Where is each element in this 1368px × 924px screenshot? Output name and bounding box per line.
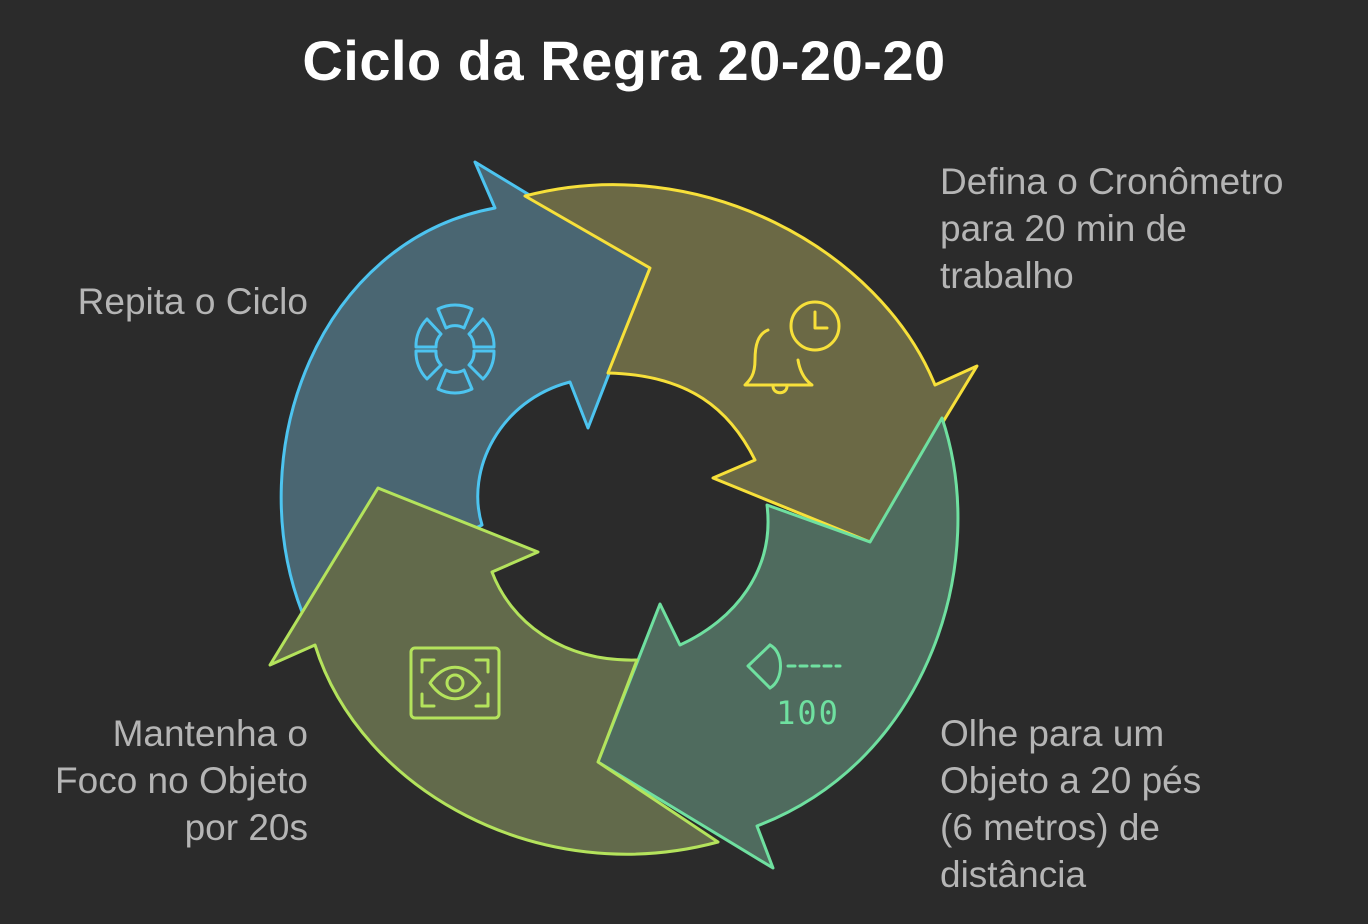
cycle-segments-icon (414, 303, 496, 395)
timer-arrow (523, 183, 979, 544)
look-arrow (596, 416, 960, 870)
step-label-focus: Mantenha o Foco no Objeto por 20s (0, 710, 308, 851)
step-label-timer: Defina o Cronômetro para 20 min de traba… (940, 158, 1340, 299)
step-label-line: Olhe para um (940, 713, 1165, 754)
distance-view-icon (746, 643, 842, 690)
step-label-line: Repita o Ciclo (77, 281, 308, 322)
page-title: Ciclo da Regra 20-20-20 (302, 29, 946, 92)
eye-focus-icon (409, 646, 501, 720)
step-label-line: trabalho (940, 255, 1074, 296)
step-label-look: Olhe para um Objeto a 20 pés (6 metros) … (940, 710, 1340, 898)
step-label-line: Mantenha o (112, 713, 308, 754)
step-label-repeat: Repita o Ciclo (0, 278, 308, 325)
step-label-line: Defina o Cronômetro (940, 161, 1284, 202)
step-label-line: para 20 min de (940, 208, 1187, 249)
alarm-bell-clock-icon (743, 300, 841, 395)
step-label-line: (6 metros) de (940, 807, 1161, 848)
step-label-line: por 20s (184, 807, 308, 848)
step-label-line: Objeto a 20 pés (940, 760, 1202, 801)
focus-arrow (268, 486, 720, 856)
step-label-line: Foco no Objeto (55, 760, 308, 801)
step-label-line: distância (940, 854, 1087, 895)
distance-value-label: 100 (776, 694, 840, 732)
